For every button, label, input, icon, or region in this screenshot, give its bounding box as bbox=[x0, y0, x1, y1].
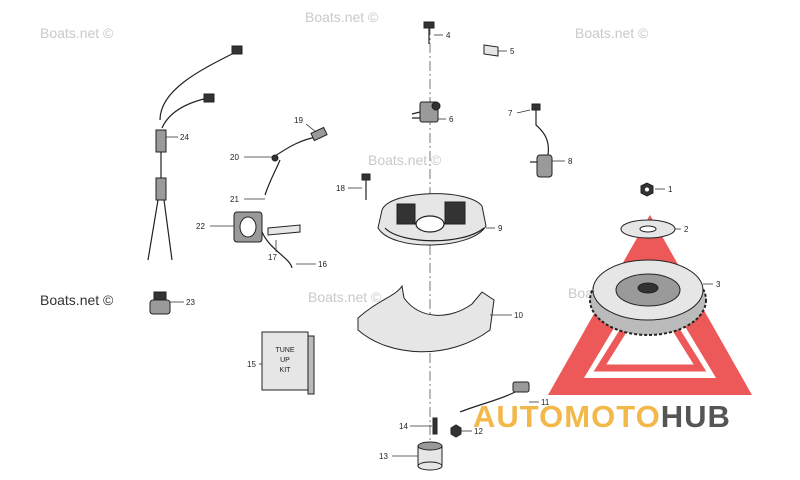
callout-6: 6 bbox=[449, 115, 454, 124]
screw-part bbox=[361, 173, 371, 200]
callout-23: 23 bbox=[186, 298, 195, 307]
callout-17: 17 bbox=[268, 253, 277, 262]
tune-up-kit-box: TUNE UP KIT bbox=[261, 331, 315, 395]
stator-plate-part bbox=[377, 193, 487, 246]
callout-labels: 1 2 3 4 5 6 7 8 9 10 11 12 13 14 15 16 1 bbox=[166, 31, 721, 461]
callout-3: 3 bbox=[716, 280, 721, 289]
callout-2: 2 bbox=[684, 225, 689, 234]
watermark: Boats.net © bbox=[40, 292, 114, 308]
screw-part bbox=[423, 21, 435, 44]
connector-part bbox=[149, 291, 171, 315]
callout-18: 18 bbox=[336, 184, 345, 193]
callout-15: 15 bbox=[247, 360, 256, 369]
clamp-part bbox=[459, 381, 530, 413]
callout-12: 12 bbox=[474, 427, 483, 436]
callout-20: 20 bbox=[230, 153, 239, 162]
watermark: Boats.net © bbox=[575, 25, 649, 41]
svg-text:TUNE: TUNE bbox=[275, 347, 294, 354]
callout-1: 1 bbox=[668, 185, 673, 194]
svg-text:UP: UP bbox=[280, 357, 290, 364]
watermark: Boats.net © bbox=[40, 25, 114, 41]
callout-10: 10 bbox=[514, 311, 523, 320]
wire-harness-part bbox=[147, 45, 243, 261]
clip-part bbox=[483, 44, 499, 57]
callout-21: 21 bbox=[230, 195, 239, 204]
callout-8: 8 bbox=[568, 157, 573, 166]
callout-4: 4 bbox=[446, 31, 451, 40]
callout-11: 11 bbox=[541, 398, 550, 407]
flywheel-part bbox=[589, 259, 707, 336]
svg-text:KIT: KIT bbox=[280, 367, 292, 374]
callout-22: 22 bbox=[196, 222, 205, 231]
callout-16: 16 bbox=[318, 260, 327, 269]
callout-14: 14 bbox=[399, 422, 408, 431]
ignition-coil-part bbox=[233, 126, 328, 243]
retainer-plate-part bbox=[357, 284, 495, 353]
callout-5: 5 bbox=[510, 47, 515, 56]
shield-part bbox=[267, 224, 301, 236]
condenser-part bbox=[530, 103, 553, 178]
key-part bbox=[432, 417, 438, 435]
callout-13: 13 bbox=[379, 452, 388, 461]
watermark: Boats.net © bbox=[305, 9, 379, 25]
wire-part bbox=[261, 231, 293, 269]
callout-7: 7 bbox=[508, 109, 513, 118]
brand-wordmark: AUTOMOTOHUB bbox=[473, 399, 731, 434]
bracket-part bbox=[411, 101, 441, 123]
callout-9: 9 bbox=[498, 224, 503, 233]
watermark: Boats.net © bbox=[308, 289, 382, 305]
watermark: Boats.net © bbox=[368, 152, 442, 168]
callout-19: 19 bbox=[294, 116, 303, 125]
nut-part bbox=[450, 424, 462, 438]
bearing-part bbox=[417, 441, 443, 471]
callout-24: 24 bbox=[180, 133, 189, 142]
watermark-layer: Boats.net © Boats.net © Boats.net © Boat… bbox=[40, 9, 649, 308]
